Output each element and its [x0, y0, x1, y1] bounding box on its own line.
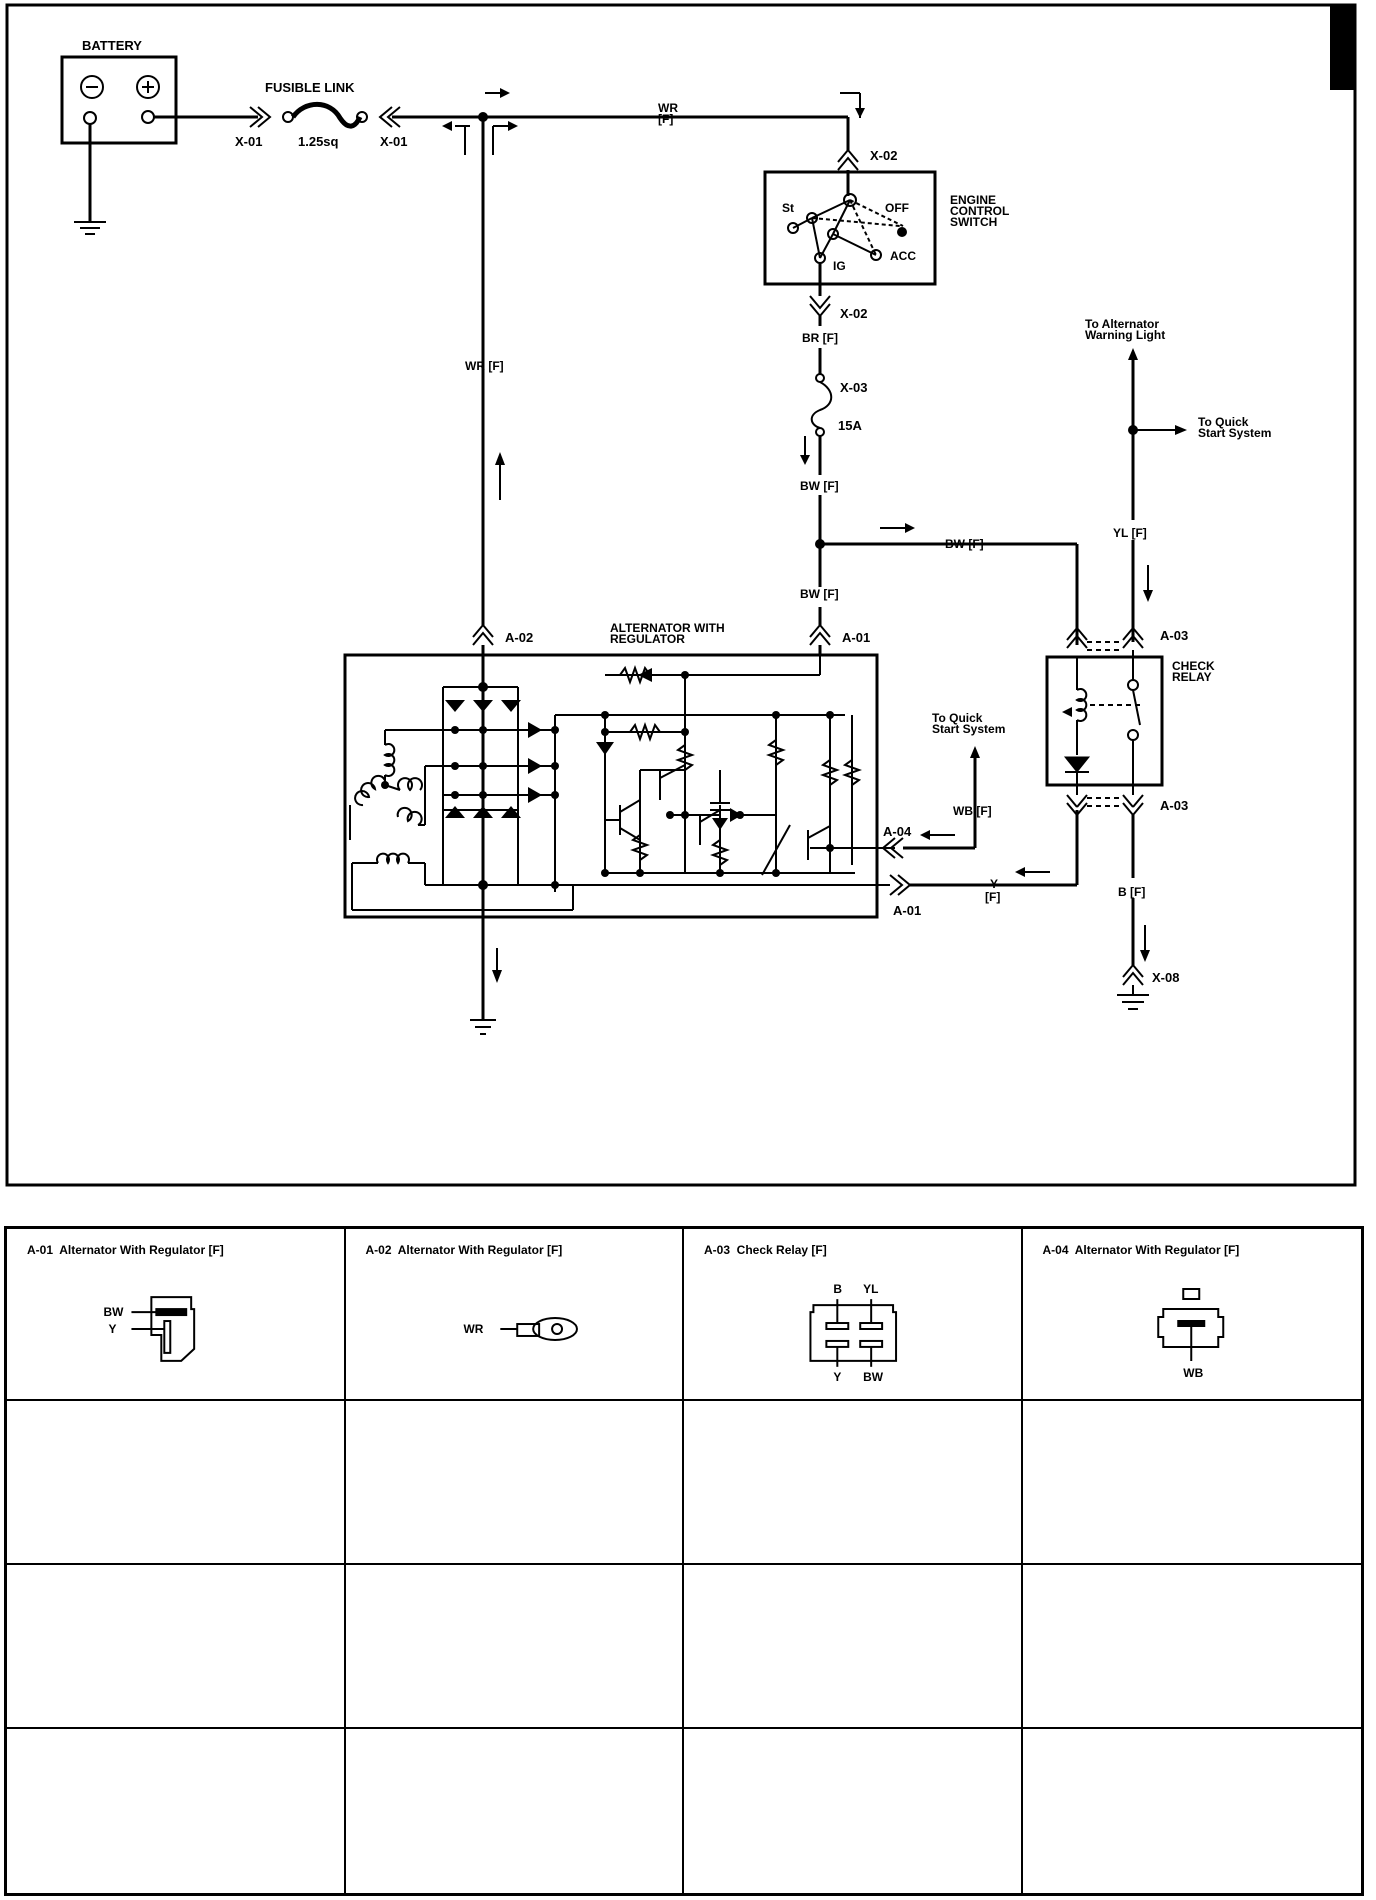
fusible-link-size: 1.25sq	[298, 134, 339, 149]
connector-cell-empty	[1022, 1401, 1361, 1565]
relay-title-1: CHECK	[1172, 659, 1215, 673]
connector-x08: X-08	[1152, 970, 1179, 985]
wire-yl: YL [F]	[1113, 526, 1147, 540]
connector-cell-a02: A-02 Alternator With Regulator [F] WR	[345, 1229, 684, 1401]
battery-box	[60, 55, 178, 145]
wire-bw-low: BW [F]	[800, 587, 839, 601]
connector-cell-empty	[346, 1729, 684, 1893]
a03-pin-yl: YL	[863, 1282, 878, 1296]
alternator-title-2: REGULATOR	[610, 632, 685, 646]
switch-ig-label: IG	[833, 259, 846, 273]
connector-a01-bottom: A-01	[893, 903, 921, 918]
connector-cell-a04: A-04 Alternator With Regulator [F] WB	[1022, 1229, 1361, 1401]
quick-start-note-2a: To Quick	[932, 711, 983, 725]
quick-start-note-1a: To Quick	[1198, 415, 1249, 429]
connector-x02-bottom: X-02	[840, 306, 867, 321]
wire-y: Y	[990, 877, 998, 891]
wire-wr-vertical: WR [F]	[465, 359, 504, 373]
a03-pin-bw: BW	[863, 1370, 884, 1384]
connector-x03: X-03	[840, 380, 867, 395]
switch-acc-label: ACC	[890, 249, 916, 263]
connector-cell-empty	[684, 1729, 1023, 1893]
connector-cell-a03: A-03 Check Relay [F] B YL Y BW	[684, 1229, 1023, 1401]
check-relay-box	[1045, 655, 1164, 787]
fusible-link-label: FUSIBLE LINK	[265, 80, 355, 95]
a01-pin-bw: BW	[104, 1305, 125, 1319]
switch-off-label: OFF	[885, 201, 909, 215]
connector-cell-empty	[684, 1565, 1023, 1729]
engine-switch-box	[763, 170, 937, 286]
connector-a02: A-02	[505, 630, 533, 645]
connector-cell-empty	[7, 1401, 346, 1565]
connector-cell-empty	[684, 1401, 1023, 1565]
connector-title-a01: A-01 Alternator With Regulator [F]	[27, 1243, 224, 1257]
connector-cell-empty	[7, 1729, 346, 1893]
switch-title-1: ENGINE	[950, 193, 996, 207]
quick-start-note-1b: Start System	[1198, 426, 1271, 440]
switch-st-label: St	[782, 201, 794, 215]
switch-title-2: CONTROL	[950, 204, 1009, 218]
switch-title-3: SWITCH	[950, 215, 997, 229]
connector-a03-figure: B YL Y BW	[809, 1282, 898, 1384]
battery-label: BATTERY	[82, 38, 142, 53]
wire-wr-top-f: [F]	[658, 112, 673, 126]
connector-title-a03: A-03 Check Relay [F]	[704, 1243, 827, 1257]
diagram-frame	[5, 3, 1357, 1187]
connector-cell-empty	[7, 1565, 346, 1729]
page-tab-marker	[1330, 5, 1355, 90]
connector-a04: A-04	[883, 824, 912, 839]
alternator-title-1: ALTERNATOR WITH	[610, 621, 725, 635]
alternator-box	[343, 653, 879, 919]
a02-pin-wr: WR	[463, 1322, 483, 1336]
connector-a01-top: A-01	[842, 630, 870, 645]
wiring-diagram: BATTERY FUSIBLE LINK 1.25sq X-01 X-01 WR…	[5, 3, 1357, 1187]
wire-b: B [F]	[1118, 885, 1145, 899]
connector-cell-empty	[1023, 1729, 1362, 1893]
wire-wb: WB [F]	[953, 804, 992, 818]
connector-x02-top: X-02	[870, 148, 897, 163]
quick-start-note-2b: Start System	[932, 722, 1005, 736]
connector-cell-empty	[1022, 1565, 1361, 1729]
connector-a03-bottom: A-03	[1160, 798, 1188, 813]
wire-bw-right: BW [F]	[945, 537, 984, 551]
wire-y-f: [F]	[985, 890, 1000, 904]
relay-title-2: RELAY	[1172, 670, 1212, 684]
warning-light-note-2: Warning Light	[1085, 328, 1165, 342]
connector-cell-empty	[345, 1565, 684, 1729]
wire-br: BR [F]	[802, 331, 838, 345]
a04-pin-wb: WB	[1183, 1366, 1203, 1380]
connector-x01-left: X-01	[235, 134, 262, 149]
a01-pin-y: Y	[109, 1322, 117, 1336]
wire-bw-mid: BW [F]	[800, 479, 839, 493]
a03-pin-b: B	[833, 1282, 842, 1296]
connector-cell-empty	[345, 1401, 684, 1565]
a03-pin-y: Y	[833, 1370, 841, 1384]
warning-light-note-1: To Alternator	[1085, 317, 1159, 331]
fuse-15a: 15A	[838, 418, 862, 433]
connector-a02-figure: WR	[463, 1317, 578, 1341]
connector-table: A-01 Alternator With Regulator [F] BW Y …	[4, 1226, 1364, 1896]
connector-a01-figure: BW Y	[104, 1296, 196, 1362]
connector-title-a02: A-02 Alternator With Regulator [F]	[365, 1243, 563, 1257]
connector-x01-right: X-01	[380, 134, 407, 149]
connector-a03-top: A-03	[1160, 628, 1188, 643]
connector-title-a04: A-04 Alternator With Regulator [F]	[1042, 1243, 1240, 1257]
wire-wr-top: WR	[658, 101, 678, 115]
connector-a04-figure: WB	[1156, 1288, 1224, 1380]
connector-cell-a01: A-01 Alternator With Regulator [F] BW Y	[7, 1229, 346, 1401]
